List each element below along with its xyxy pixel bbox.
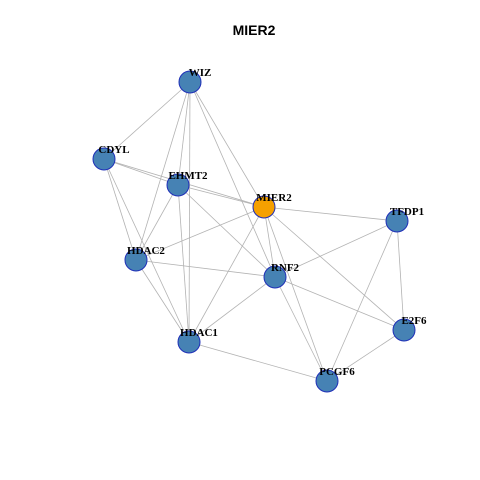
edges-layer (103, 81, 405, 382)
edge-mier2-e2f6 (263, 206, 405, 331)
node-circle-ehmt2 (166, 173, 190, 197)
node-label-rnf2: RNF2 (271, 262, 300, 274)
edge-mier2-rnf2 (263, 206, 276, 278)
node-ehmt2: EHMT2 (166, 170, 208, 197)
edge-ehmt2-rnf2 (177, 184, 276, 278)
edge-hdac1-pcgf6 (188, 341, 328, 382)
node-label-pcgf6: PCGF6 (319, 366, 355, 378)
edge-rnf2-pcgf6 (274, 276, 328, 382)
edge-wiz-ehmt2 (177, 81, 191, 186)
nodes-layer: WIZ CDYL EHMT2MIER2TFDP1HDAC2RNF2E2F6HDAC1… (92, 67, 427, 393)
edge-mier2-tfdp1 (263, 206, 398, 222)
diagram-title: MIER2 (233, 22, 276, 38)
node-label-wiz: WIZ (189, 67, 212, 79)
node-label-mier2: MIER2 (256, 192, 292, 204)
edge-wiz-rnf2 (189, 81, 276, 278)
node-label-tfdp1: TFDP1 (390, 206, 424, 218)
edge-ehmt2-hdac1 (177, 184, 190, 343)
node-cdyl: CDYL (92, 144, 130, 171)
node-label-ehmt2: EHMT2 (168, 170, 208, 182)
edge-wiz-hdac2 (135, 81, 191, 261)
edge-tfdp1-e2f6 (396, 220, 405, 331)
edge-hdac2-rnf2 (135, 259, 276, 278)
node-label-hdac1: HDAC1 (180, 327, 218, 339)
node-tfdp1: TFDP1 (385, 206, 424, 233)
node-label-e2f6: E2F6 (401, 315, 427, 327)
edge-rnf2-e2f6 (274, 276, 405, 331)
node-mier2: MIER2 (252, 192, 292, 219)
edge-tfdp1-pcgf6 (326, 220, 398, 382)
edge-wiz-mier2 (189, 81, 265, 208)
node-pcgf6: PCGF6 (315, 366, 355, 393)
edge-mier2-pcgf6 (263, 206, 328, 382)
node-e2f6: E2F6 (392, 315, 427, 342)
edge-cdyl-hdac1 (103, 158, 190, 343)
edge-rnf2-hdac1 (188, 276, 276, 343)
node-label-hdac2: HDAC2 (127, 245, 165, 257)
edge-wiz-cdyl (103, 81, 191, 160)
node-hdac2: HDAC2 (124, 245, 165, 272)
node-rnf2: RNF2 (263, 262, 300, 289)
edge-mier2-hdac1 (188, 206, 265, 343)
node-circle-e2f6 (392, 318, 416, 342)
node-circle-hdac2 (124, 248, 148, 272)
node-circle-hdac1 (177, 330, 201, 354)
edge-e2f6-pcgf6 (326, 329, 405, 382)
edge-ehmt2-mier2 (177, 184, 265, 208)
edge-cdyl-hdac2 (103, 158, 137, 261)
node-circle-cdyl (92, 147, 116, 171)
node-label-cdyl: CDYL (98, 144, 129, 156)
node-hdac1: HDAC1 (177, 327, 218, 354)
node-circle-wiz (178, 70, 202, 94)
edge-mier2-hdac2 (135, 206, 265, 261)
node-circle-mier2 (252, 195, 276, 219)
edge-tfdp1-rnf2 (274, 220, 398, 278)
node-wiz: WIZ (178, 67, 212, 94)
node-circle-rnf2 (263, 265, 287, 289)
node-circle-tfdp1 (385, 209, 409, 233)
node-circle-pcgf6 (315, 369, 339, 393)
edge-wiz-hdac1 (188, 81, 191, 343)
edge-cdyl-ehmt2 (103, 158, 179, 186)
edge-ehmt2-hdac2 (135, 184, 179, 261)
edge-hdac2-hdac1 (135, 259, 190, 343)
